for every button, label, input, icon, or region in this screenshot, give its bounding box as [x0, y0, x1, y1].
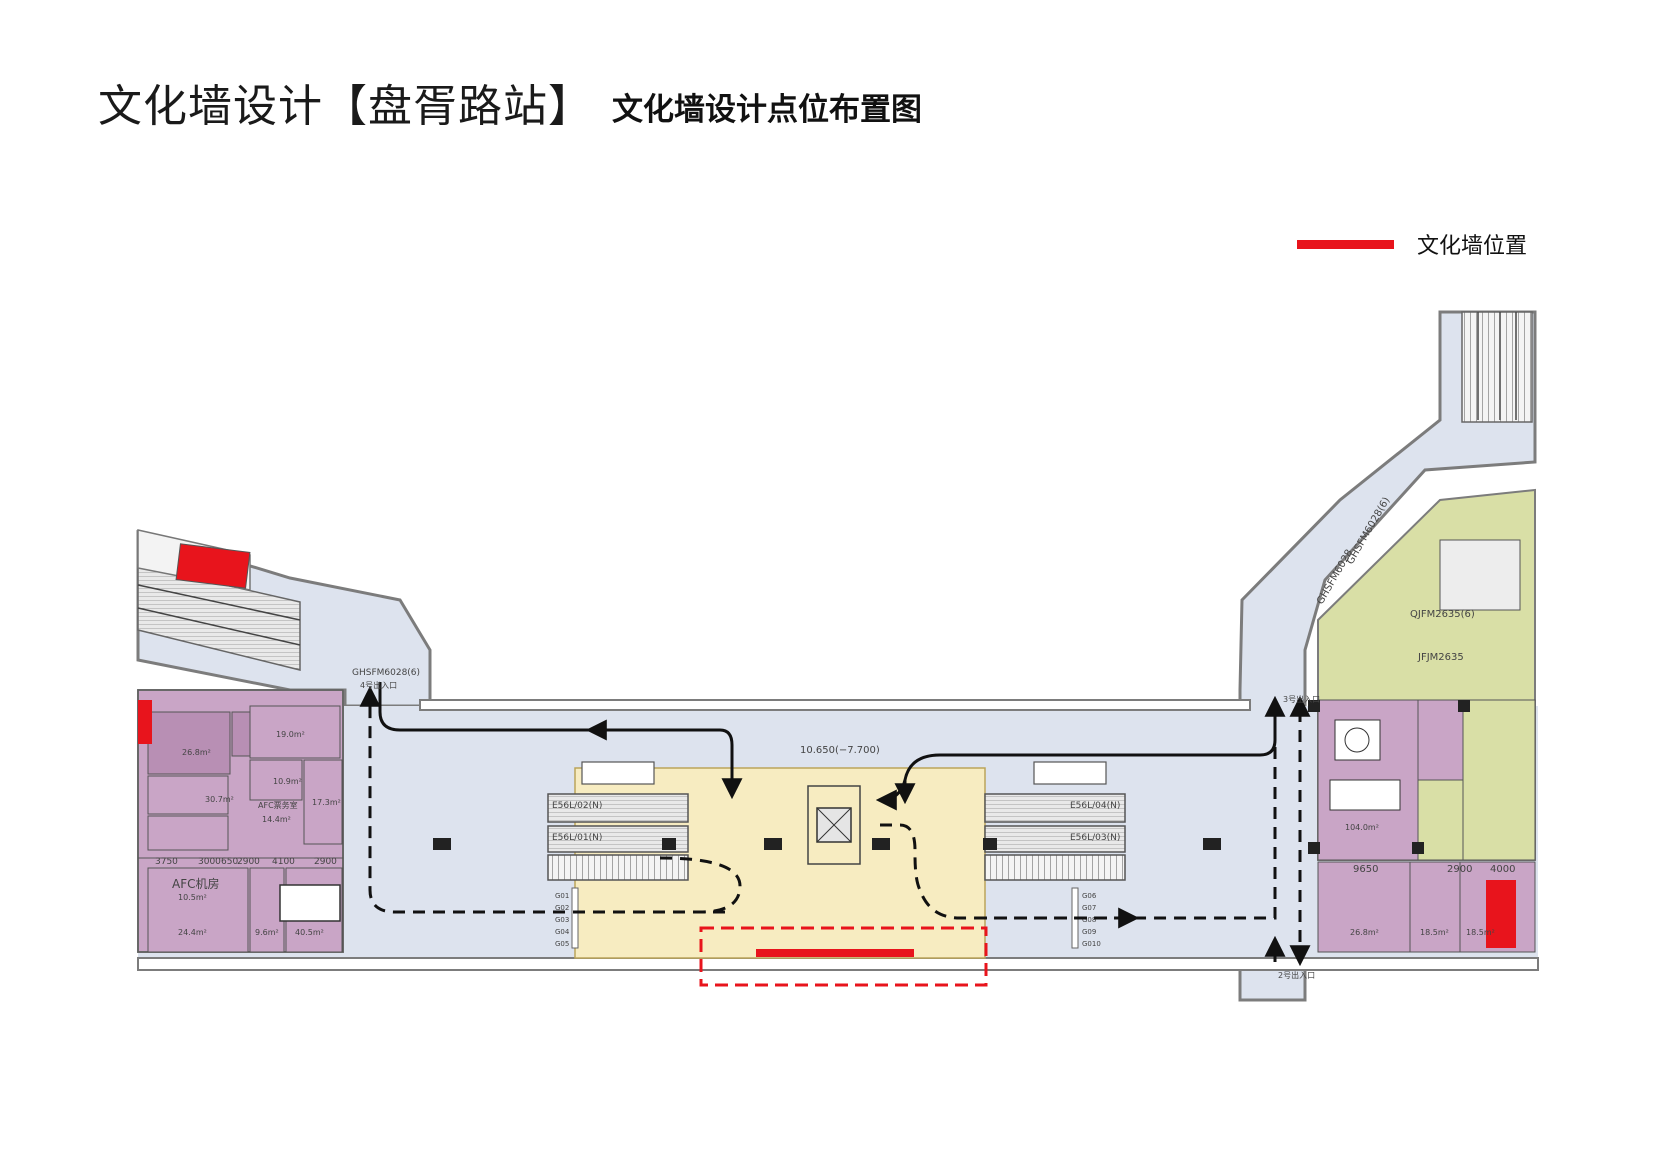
passenger-flow [359, 682, 1311, 967]
stairs-right [984, 854, 1126, 881]
room-a-area: 26.8m² [182, 748, 211, 757]
room-j-area: 26.8m² [1350, 928, 1379, 937]
dim-2900-right: 2900 [1447, 864, 1472, 875]
gate-g02: G02 [555, 904, 569, 912]
escalator-left-top [547, 793, 689, 823]
gate-g01: G01 [555, 892, 569, 900]
room-h-area: 40.5m² [295, 928, 324, 937]
afc-room-label: AFC机房 [172, 876, 220, 891]
legend-swatch-culture-wall [1297, 240, 1394, 249]
room-b-area: 30.7m² [205, 795, 234, 804]
dim-4100: 4100 [272, 857, 295, 867]
culture-wall-dashed-frame [699, 926, 988, 987]
gate-line-left: G01 G02 G03 G04 G05 [555, 887, 579, 949]
esc-left-top-code: E56L/02(N) [552, 801, 602, 811]
door-code-2: JFJM2635 [1417, 652, 1464, 663]
room-d-area: 10.9m² [273, 777, 302, 786]
gate-g03: G03 [555, 916, 569, 924]
legend: 文化墙位置 [1297, 226, 1557, 262]
column [872, 838, 890, 850]
ticket-machines-right [1033, 761, 1107, 785]
afc-office-label: AFC票务室 [258, 800, 298, 810]
room-f-area: 24.4m² [178, 928, 207, 937]
elevation-label: 10.650(−7.700) [800, 745, 880, 756]
dim-3750: 3750 [155, 857, 178, 867]
gate-g06: G06 [1082, 892, 1097, 900]
left-red-room [175, 543, 251, 589]
esc-right-bottom-code: E56L/03(N) [1070, 833, 1120, 843]
dim-3000: 3000 [198, 857, 221, 867]
gate-g010: G010 [1082, 940, 1101, 948]
column [433, 838, 451, 850]
dim-4000: 4000 [1490, 864, 1515, 875]
escalator-right-top [984, 793, 1126, 823]
page-title: 文化墙设计【盘胥路站】 [98, 81, 593, 132]
column [983, 838, 997, 850]
legend-label: 文化墙位置 [1417, 234, 1528, 259]
left-entrance-ramp [136, 529, 432, 708]
esc-right-top-code: E56L/04(N) [1070, 801, 1120, 811]
ticket-machines-left [581, 761, 655, 785]
entrance-4-label: 4号出入口 [360, 680, 397, 690]
dim-2900-a: 2900 [237, 857, 260, 867]
exit-left-code: GHSFM6028(6) [352, 668, 420, 678]
right-equipment-rooms: 104.0m² 26.8m² 18.5m² 18.5m² QJFM2635(6)… [1308, 488, 1536, 953]
dim-2900-b: 2900 [314, 857, 337, 867]
right-red-room [1486, 880, 1516, 948]
room-l-area: 18.5m² [1466, 928, 1495, 937]
dim-650: 650 [221, 857, 238, 867]
entrance-3-label: 3号出入口 [1283, 694, 1320, 704]
esc-left-bottom-code: E56L/01(N) [552, 833, 602, 843]
room-e-area: 17.3m² [312, 798, 341, 807]
entrance-2-label: 2号出入口 [1278, 970, 1315, 980]
dim-9650: 9650 [1353, 864, 1378, 875]
room-g-area: 9.6m² [255, 928, 279, 937]
gate-g05: G05 [555, 940, 569, 948]
column [662, 838, 676, 850]
page-subtitle: 文化墙设计点位布置图 [612, 92, 922, 128]
afc-room-area: 10.5m² [178, 893, 207, 902]
room-k-area: 18.5m² [1420, 928, 1449, 937]
room-i-area: 104.0m² [1345, 823, 1379, 832]
escalator-right-bottom [984, 825, 1126, 853]
room-c-area: 19.0m² [276, 730, 305, 739]
left-equipment-rooms: 26.8m² 30.7m² 19.0m² 10.9m² 17.3m² AFC票务… [137, 689, 344, 953]
column [764, 838, 782, 850]
gate-g08: G08 [1082, 916, 1096, 924]
culture-wall-bar [756, 949, 914, 957]
gate-g04: G04 [555, 928, 570, 936]
column [1203, 838, 1221, 850]
gate-g07: G07 [1082, 904, 1096, 912]
gate-g09: G09 [1082, 928, 1096, 936]
door-code-1: QJFM2635(6) [1410, 609, 1475, 620]
afc-office-area: 14.4m² [262, 815, 291, 824]
culture-wall-location [699, 926, 988, 987]
left-red-room-small [138, 700, 152, 744]
